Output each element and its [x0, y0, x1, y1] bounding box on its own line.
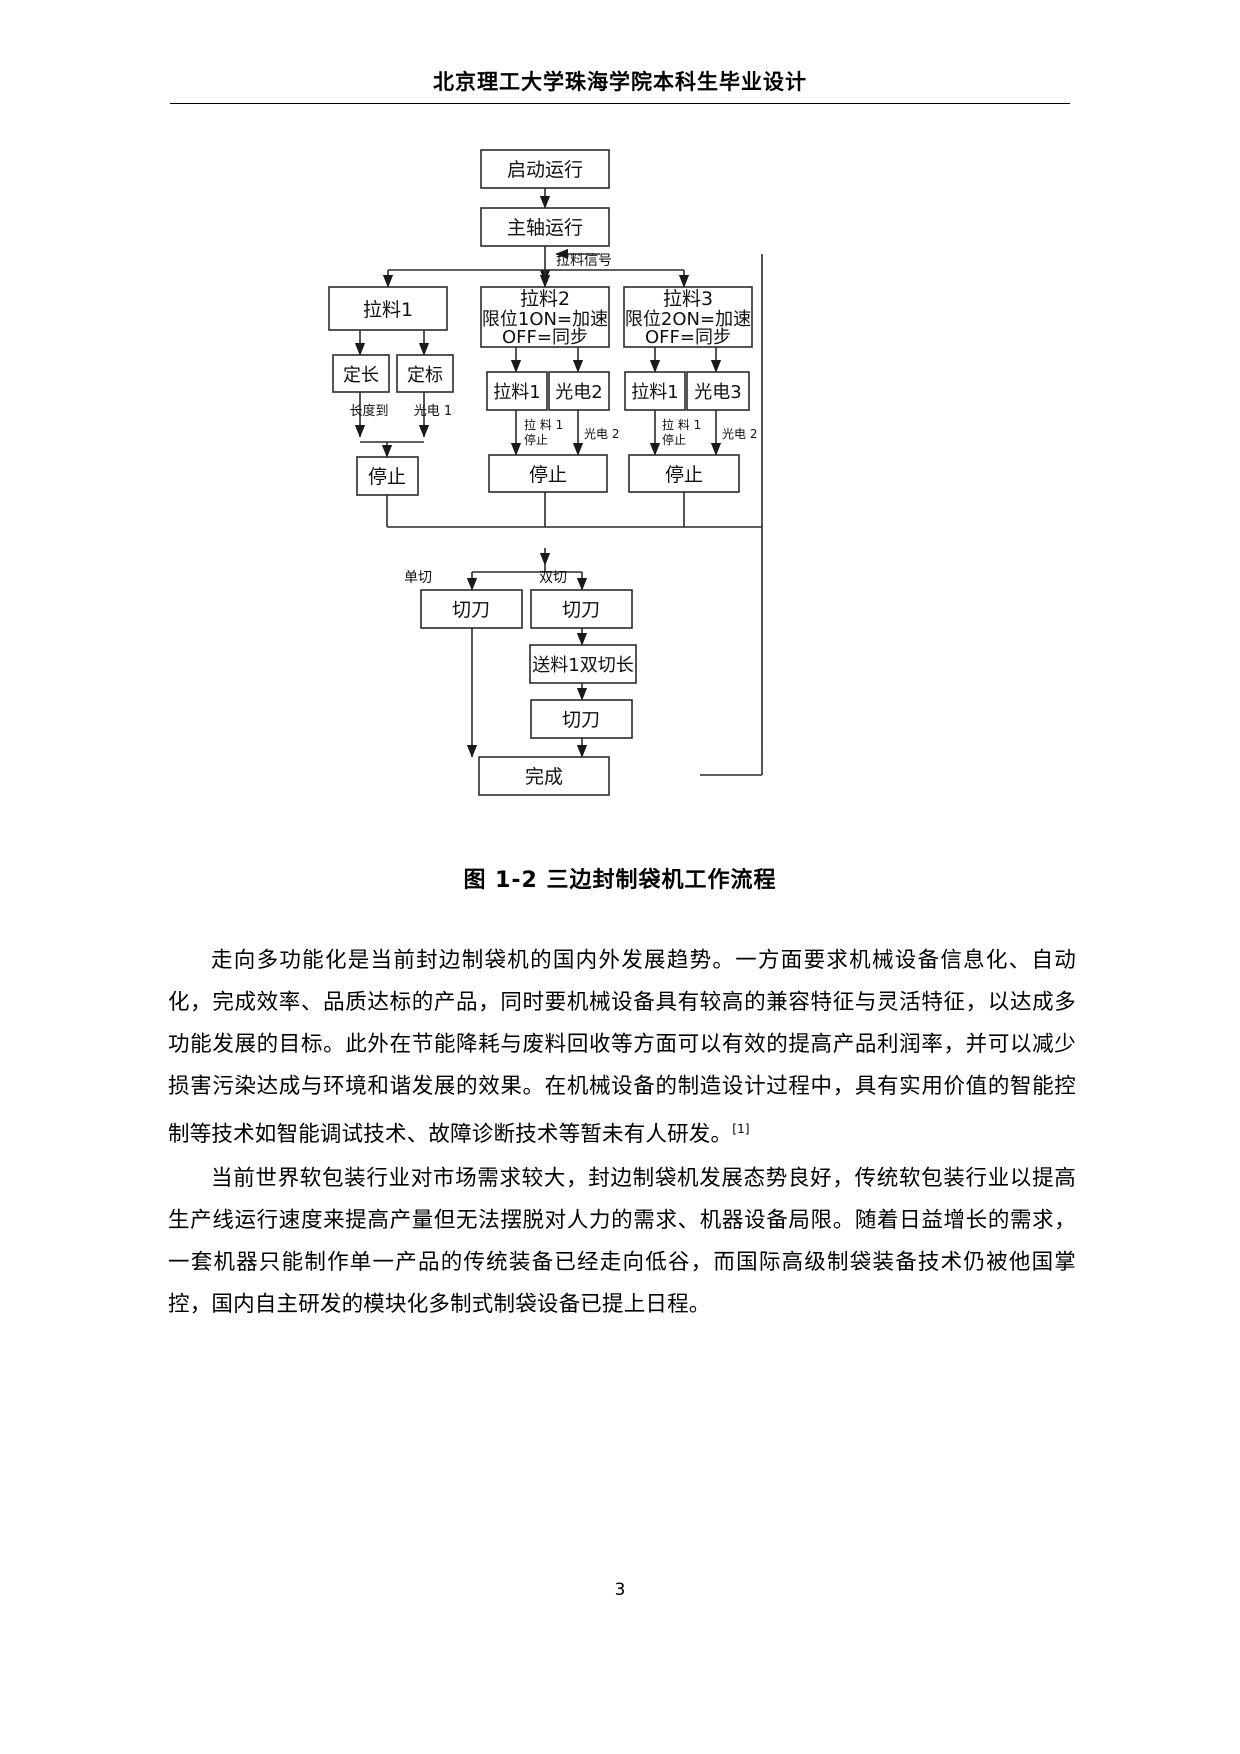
node-feed3-line3: OFF=同步	[645, 327, 731, 348]
edge-label-length-reached: 长度到	[349, 403, 388, 419]
node-feed2-line2: 限位1ON=加速	[482, 309, 608, 330]
page-header-title: 北京理工大学珠海学院本科生毕业设计	[433, 70, 807, 94]
node-cutter-double-2: 切刀	[562, 709, 600, 731]
node-stop-1: 停止	[368, 466, 406, 488]
node-stop-3: 停止	[665, 464, 703, 486]
node-feed2-line3: OFF=同步	[502, 327, 588, 348]
edge-label-feed-signal: 拉料信号	[556, 253, 612, 269]
node-cutter-double-1: 切刀	[562, 599, 600, 621]
node-feed3-line2: 限位2ON=加速	[625, 309, 751, 330]
body-text: 走向多功能化是当前封边制袋机的国内外发展趋势。一方面要求机械设备信息化、自动化，…	[168, 940, 1076, 1326]
node-fixed-mark: 定标	[407, 365, 443, 386]
node-cutter-single: 切刀	[452, 599, 490, 621]
node-fixed-length: 定长	[343, 365, 379, 386]
node-c-photo3: 光电3	[694, 382, 741, 403]
edge-label-feed1-stop-a1: 拉 料 1	[524, 417, 563, 432]
node-b-feed1: 拉料1	[493, 382, 540, 403]
edge-label-feed1-stop-c1: 拉 料 1	[662, 417, 701, 432]
page-number: 3	[614, 1580, 626, 1600]
node-b-photo2: 光电2	[555, 382, 602, 403]
node-spindle: 主轴运行	[507, 217, 583, 239]
node-start: 启动运行	[507, 159, 583, 181]
figure-caption: 图 1-2 三边封制袋机工作流程	[463, 868, 777, 893]
node-finish: 完成	[525, 766, 563, 788]
edge-label-photo1: 光电 1	[414, 404, 452, 419]
flowchart-figure: 启动运行 主轴运行 拉料1 拉料2 限位1ON=加速 OFF=同步 拉料3 限位…	[0, 130, 1240, 830]
node-c-feed1: 拉料1	[631, 382, 678, 403]
edge-label-photo2-c: 光电 2	[722, 427, 757, 441]
paragraph-1-text: 走向多功能化是当前封边制袋机的国内外发展趋势。一方面要求机械设备信息化、自动化，…	[168, 948, 1076, 1148]
node-feed3-title: 拉料3	[663, 288, 713, 310]
citation-ref-1: [1]	[732, 1122, 750, 1136]
node-stop-2: 停止	[529, 464, 567, 486]
node-feed2-title: 拉料2	[520, 288, 570, 310]
edge-label-photo2-b: 光电 2	[584, 427, 619, 441]
paragraph-1: 走向多功能化是当前封边制袋机的国内外发展趋势。一方面要求机械设备信息化、自动化，…	[168, 940, 1076, 1156]
edge-label-feed1-stop-a2: 停止	[524, 432, 548, 447]
header-divider	[170, 103, 1070, 104]
node-feed1: 拉料1	[363, 299, 413, 321]
node-feed-double-length: 送料1双切长	[532, 655, 633, 676]
paragraph-2: 当前世界软包装行业对市场需求较大，封边制袋机发展态势良好，传统软包装行业以提高生…	[168, 1166, 1076, 1318]
edge-label-double-cut: 双切	[539, 570, 567, 586]
edge-label-feed1-stop-c2: 停止	[662, 432, 686, 447]
edge-label-single-cut: 单切	[404, 570, 432, 586]
